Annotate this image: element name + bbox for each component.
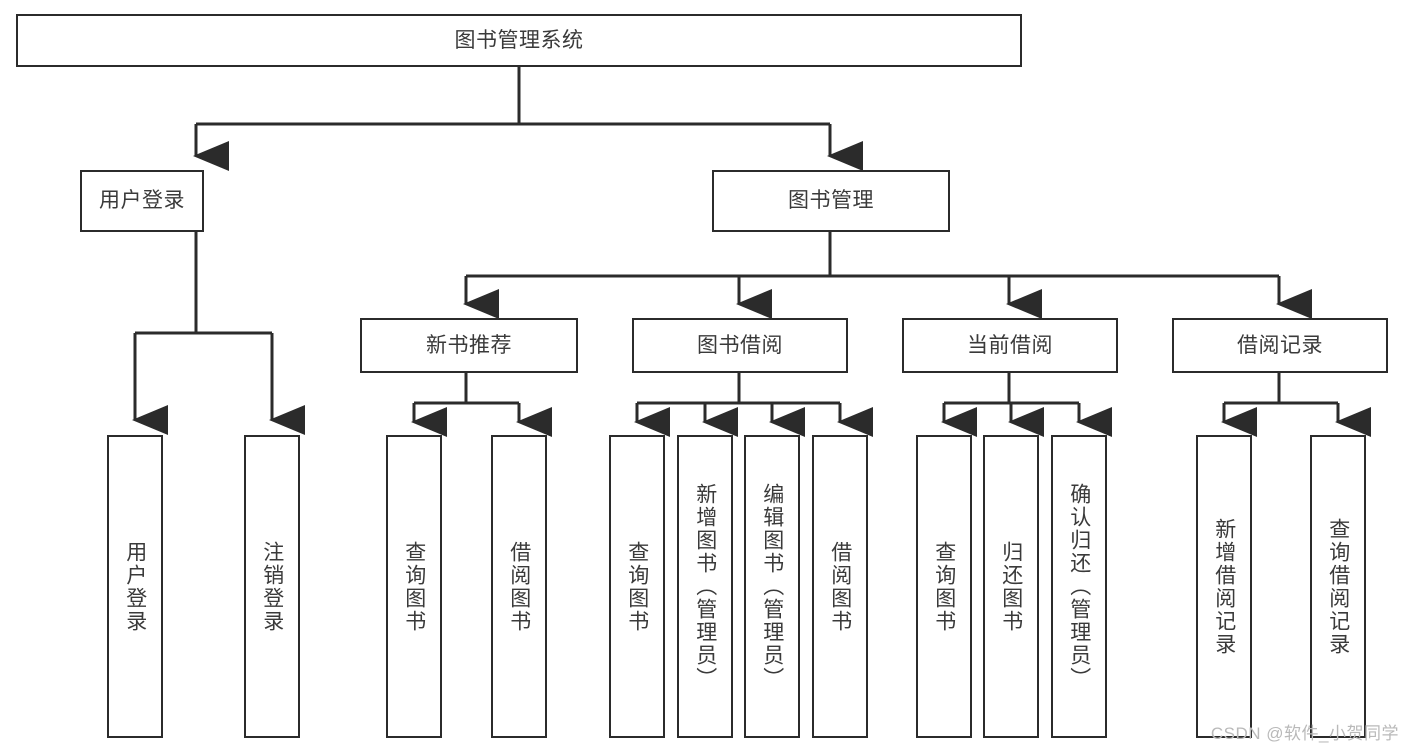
- node-label: 图书管理系统: [454, 28, 584, 52]
- node-label: 用户登录: [123, 540, 147, 633]
- node-leaf-user-login[interactable]: 用户登录: [107, 435, 163, 738]
- node-user-login[interactable]: 用户登录: [80, 170, 204, 232]
- node-label: 查询借阅记录: [1326, 517, 1350, 656]
- node-label: 查询图书: [625, 540, 649, 633]
- node-label: 新书推荐: [426, 333, 512, 357]
- node-leaf-borrow-book-1[interactable]: 借阅图书: [491, 435, 547, 738]
- node-label: 注销登录: [260, 540, 284, 633]
- node-leaf-return-book[interactable]: 归还图书: [983, 435, 1039, 738]
- node-borrow-record[interactable]: 借阅记录: [1172, 318, 1388, 373]
- node-label: 当前借阅: [967, 333, 1053, 357]
- node-leaf-add-book[interactable]: 新增图书（管理员）: [677, 435, 733, 738]
- node-leaf-query-book-1[interactable]: 查询图书: [386, 435, 442, 738]
- node-label: 确认归还（管理员）: [1067, 483, 1091, 690]
- node-new-book-recommend[interactable]: 新书推荐: [360, 318, 578, 373]
- node-label: 编辑图书（管理员）: [760, 483, 784, 690]
- node-current-borrow[interactable]: 当前借阅: [902, 318, 1118, 373]
- node-label: 借阅记录: [1237, 333, 1323, 357]
- node-leaf-add-record[interactable]: 新增借阅记录: [1196, 435, 1252, 738]
- node-label: 用户登录: [99, 189, 185, 213]
- node-label: 新增图书（管理员）: [693, 483, 717, 690]
- node-label: 借阅图书: [507, 540, 531, 633]
- node-leaf-query-record[interactable]: 查询借阅记录: [1310, 435, 1366, 738]
- node-label: 借阅图书: [828, 540, 852, 633]
- node-label: 图书管理: [788, 189, 874, 213]
- node-label: 查询图书: [402, 540, 426, 633]
- node-book-borrow[interactable]: 图书借阅: [632, 318, 848, 373]
- node-leaf-query-book-2[interactable]: 查询图书: [609, 435, 665, 738]
- node-leaf-query-book-3[interactable]: 查询图书: [916, 435, 972, 738]
- node-leaf-borrow-book-2[interactable]: 借阅图书: [812, 435, 868, 738]
- node-label: 图书借阅: [697, 333, 783, 357]
- node-leaf-edit-book[interactable]: 编辑图书（管理员）: [744, 435, 800, 738]
- node-book-manage[interactable]: 图书管理: [712, 170, 950, 232]
- node-leaf-confirm-return[interactable]: 确认归还（管理员）: [1051, 435, 1107, 738]
- node-label: 归还图书: [999, 540, 1023, 633]
- node-leaf-logout-login[interactable]: 注销登录: [244, 435, 300, 738]
- node-label: 新增借阅记录: [1212, 517, 1236, 656]
- node-label: 查询图书: [932, 540, 956, 633]
- node-root-book-management-system[interactable]: 图书管理系统: [16, 14, 1022, 67]
